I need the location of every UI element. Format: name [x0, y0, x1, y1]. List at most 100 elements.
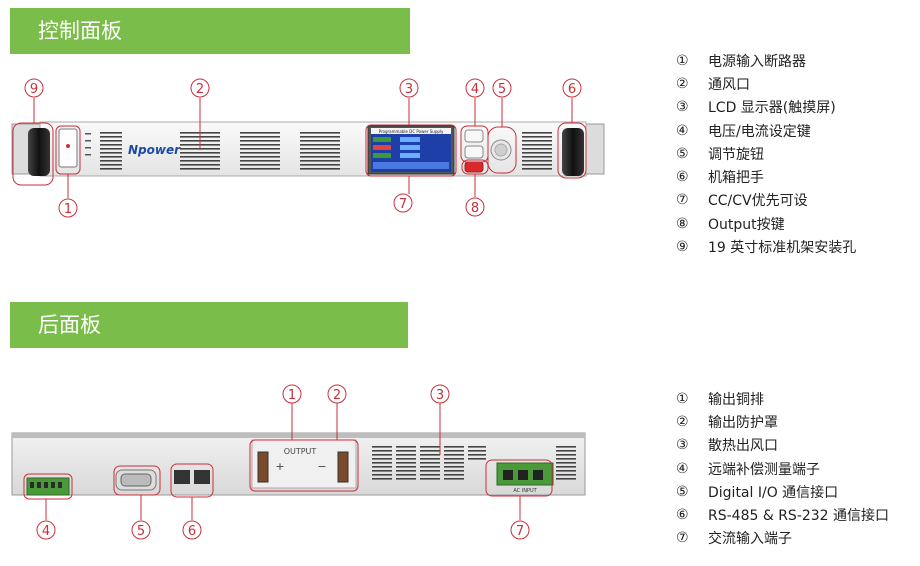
vent-slot — [420, 446, 440, 448]
legend-item: ⑦ 交流输入端子 — [676, 527, 889, 550]
vent-slot — [180, 156, 220, 158]
legend-number: ⑥ — [676, 169, 689, 186]
vent-slot — [556, 478, 576, 480]
vent-slot — [240, 152, 280, 154]
vent-slot — [240, 148, 280, 150]
vent-slot — [522, 168, 552, 170]
vent-slot — [100, 164, 122, 166]
vent-slot — [240, 160, 280, 162]
vent-slot — [444, 458, 464, 460]
vent-slot — [556, 450, 576, 452]
vent-slot — [522, 144, 552, 146]
legend-number: ④ — [676, 122, 689, 139]
front-panel-title: 控制面板 — [10, 8, 410, 54]
vent-slot — [100, 136, 122, 138]
voltage-key — [464, 129, 484, 143]
vent-slot — [100, 152, 122, 154]
vent-slot — [420, 458, 440, 460]
vent-slot — [180, 160, 220, 162]
vent-slot — [100, 140, 122, 142]
rear-panel-title: 后面板 — [10, 302, 408, 348]
vent-slot — [396, 462, 416, 464]
vent-slot — [300, 160, 340, 162]
svg-text:3: 3 — [405, 82, 413, 97]
vent-slot — [372, 462, 392, 464]
vent-slot — [556, 446, 576, 448]
vent-slot — [444, 466, 464, 468]
legend-item: ⑧ Output按键 — [676, 212, 856, 235]
vent-slot — [556, 466, 576, 468]
svg-text:2: 2 — [333, 388, 341, 403]
legend-text: 交流输入端子 — [708, 531, 792, 548]
legend-item: ⑦ CC/CV优先可设 — [676, 189, 856, 212]
svg-text:2: 2 — [196, 82, 204, 97]
legend-text: 19 英寸标准机架安装孔 — [708, 240, 857, 257]
legend-number: ⑦ — [676, 530, 689, 547]
busbar-positive — [257, 451, 269, 483]
svg-text:5: 5 — [498, 82, 506, 97]
vent-slot — [522, 156, 552, 158]
legend-text: Digital I/O 通信接口 — [708, 484, 839, 501]
vent-slot — [372, 474, 392, 476]
vent-slot — [240, 136, 280, 138]
vent-slot — [444, 446, 464, 448]
vent-slot — [372, 478, 392, 480]
vent-slot — [300, 144, 340, 146]
vent-slot — [300, 164, 340, 166]
vent-slot — [240, 156, 280, 158]
svg-text:4: 4 — [42, 524, 50, 539]
legend-number: ⑨ — [676, 239, 689, 256]
legend-text: 电源输入断路器 — [708, 53, 806, 70]
legend-number: ⑤ — [676, 483, 689, 500]
vent-slot — [180, 164, 220, 166]
plus-label: + — [275, 460, 284, 473]
vent-slot — [420, 474, 440, 476]
rj45-port-2 — [194, 470, 210, 484]
vent-slot — [300, 168, 340, 170]
legend-text: RS-485 & RS-232 通信接口 — [708, 508, 890, 525]
output-key — [464, 161, 484, 173]
vent-slot — [444, 470, 464, 472]
svg-text:7: 7 — [516, 524, 524, 539]
vent-slot — [420, 462, 440, 464]
vent-slot — [420, 478, 440, 480]
vent-slot — [240, 140, 280, 142]
vent-slot — [372, 466, 392, 468]
svg-text:5: 5 — [137, 524, 145, 539]
legend-text: 电压/电流设定键 — [708, 123, 811, 140]
legend-text: CC/CV优先可设 — [708, 193, 808, 210]
vent-slot — [420, 466, 440, 468]
minus-label: − — [317, 460, 326, 473]
vent-slot — [396, 474, 416, 476]
busbar-negative — [337, 451, 349, 483]
vent-slot — [100, 144, 122, 146]
legend-item: ④ 电压/电流设定键 — [676, 119, 856, 142]
legend-number: ② — [676, 413, 689, 430]
svg-text:1: 1 — [64, 202, 72, 217]
legend-text: 输出防护罩 — [708, 414, 778, 431]
svg-text:8: 8 — [471, 201, 479, 216]
svg-text:9: 9 — [30, 82, 38, 97]
vent-slot — [556, 454, 576, 456]
legend-text: LCD 显示器(触摸屏) — [708, 100, 836, 117]
vent-slot — [180, 168, 220, 170]
svg-text:6: 6 — [188, 524, 196, 539]
legend-text: 通风口 — [708, 76, 750, 93]
svg-text:7: 7 — [399, 197, 407, 212]
vent-slot — [522, 160, 552, 162]
vent-slot — [300, 140, 340, 142]
vent-slot — [240, 168, 280, 170]
vent-slot — [468, 446, 486, 448]
legend-item: ⑥ 机箱把手 — [676, 165, 856, 188]
legend-text: 调节旋钮 — [708, 146, 764, 163]
vent-slot — [180, 152, 220, 154]
vent-slot — [100, 132, 122, 134]
vent-slot — [522, 132, 552, 134]
